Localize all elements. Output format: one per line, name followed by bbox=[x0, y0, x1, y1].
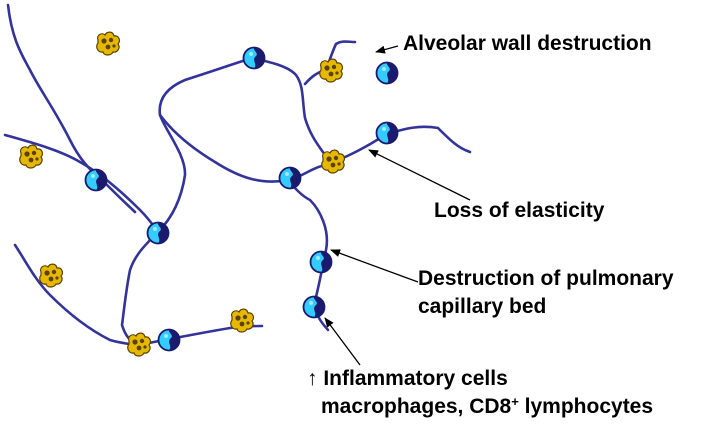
alveolar-walls bbox=[3, 3, 472, 347]
lymphocyte-icon bbox=[375, 61, 399, 85]
lymphocyte-icon bbox=[278, 166, 302, 190]
pointer-arrows bbox=[324, 45, 471, 366]
label-loss-of-elasticity: Loss of elasticity bbox=[434, 199, 605, 222]
alveolar-wall bbox=[6, 3, 102, 180]
label-inflammatory-line-1: ↑ Inflammatory cells bbox=[307, 368, 508, 389]
macrophage-icon bbox=[321, 149, 346, 174]
alveolar-wall bbox=[13, 243, 140, 347]
alveolar-wall bbox=[156, 56, 254, 234]
macrophage-icon bbox=[319, 58, 344, 83]
alveolar-wall bbox=[158, 113, 290, 183]
inflammatory-cells-suffix: lymphocytes bbox=[518, 395, 654, 418]
macrophage-icon bbox=[39, 263, 64, 288]
alveolar-wall bbox=[332, 125, 472, 164]
label-capillary-line-2: capillary bed bbox=[418, 295, 547, 318]
lymphocyte-icon bbox=[84, 168, 108, 192]
inflammatory-cells-prefix: macrophages, CD8 bbox=[321, 395, 512, 418]
alveolar-wall bbox=[303, 40, 357, 86]
arrow-alveolar-wall bbox=[375, 45, 399, 54]
up-arrow-icon: ↑ bbox=[307, 367, 318, 390]
lymphocyte-icon bbox=[375, 121, 399, 145]
lymphocyte-icon bbox=[242, 46, 266, 70]
arrow-inflammatory bbox=[324, 317, 361, 366]
inflammatory-cells-text: Inflammatory cells bbox=[323, 367, 508, 390]
label-inflammatory-line-2: macrophages, CD8+ lymphocytes bbox=[321, 394, 654, 418]
arrow-elasticity bbox=[368, 149, 471, 201]
lymphocyte-icon bbox=[302, 295, 326, 319]
alveolar-wall bbox=[120, 230, 160, 347]
superscript-plus: + bbox=[511, 394, 519, 409]
macrophage-icon bbox=[96, 31, 121, 56]
lymphocytes bbox=[84, 46, 399, 352]
macrophage-icon bbox=[127, 332, 152, 357]
macrophage-icon bbox=[230, 308, 255, 333]
lymphocyte-icon bbox=[157, 328, 181, 352]
label-capillary-line-1: Destruction of pulmonary bbox=[418, 267, 674, 290]
lymphocyte-icon bbox=[309, 250, 333, 274]
macrophage-icon bbox=[19, 144, 44, 169]
arrow-capillary bbox=[330, 249, 419, 283]
label-alveolar-wall-destruction: Alveolar wall destruction bbox=[403, 32, 652, 55]
lymphocyte-icon bbox=[146, 221, 170, 245]
